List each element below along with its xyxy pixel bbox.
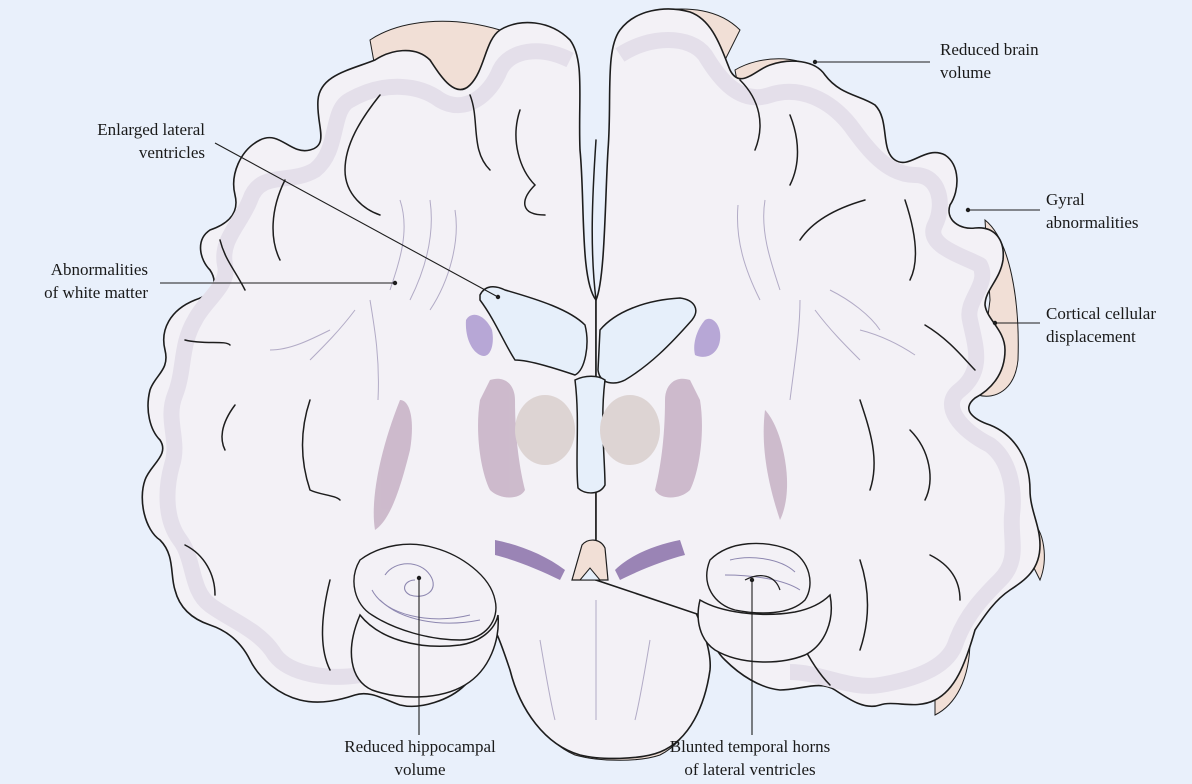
label-cortical-cellular-displacement: Cortical cellular displacement [1046,302,1156,348]
label-gyral-abnormalities: Gyral abnormalities [1046,188,1139,234]
label-abnormalities-of-white-matter: Abnormalities of white matter [0,258,148,304]
hippocampus-right [707,543,810,613]
label-reduced-hippocampal-volume: Reduced hippocampal volume [310,735,530,781]
label-enlarged-lateral-ventricles: Enlarged lateral ventricles [55,118,205,164]
label-blunted-temporal-horns: Blunted temporal horns of lateral ventri… [630,735,870,781]
label-reduced-brain-volume: Reduced brain volume [940,38,1039,84]
